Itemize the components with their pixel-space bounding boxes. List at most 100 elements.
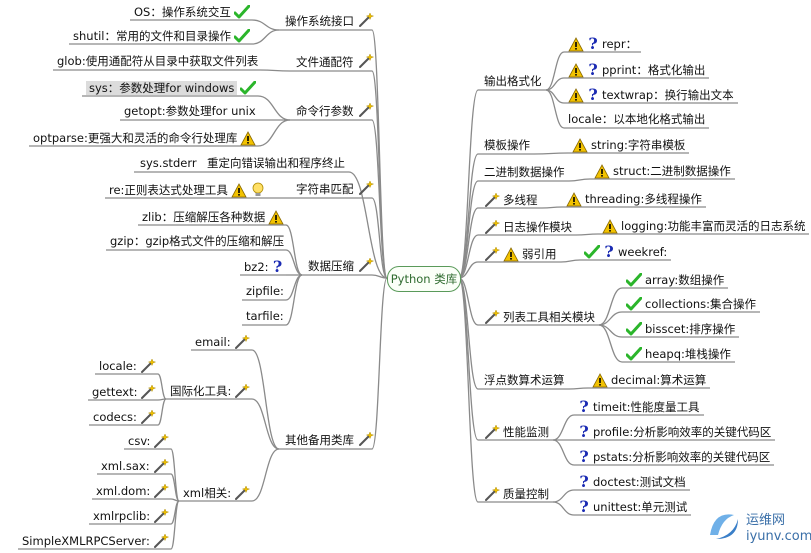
connector-line bbox=[568, 178, 591, 182]
leaf-other-2-4[interactable]: SimpleXMLRPCServer: bbox=[22, 533, 169, 549]
leaf-weak-0-label: weekref: bbox=[618, 245, 668, 259]
branch-fmt[interactable]: 输出格式化 bbox=[484, 74, 542, 88]
connector-line bbox=[157, 373, 167, 400]
branch-tpl[interactable]: 模板操作 bbox=[484, 138, 530, 152]
leaf-other-1-2[interactable]: codecs: bbox=[93, 409, 156, 425]
warning-icon bbox=[568, 87, 584, 103]
branch-thr[interactable]: 多线程 bbox=[484, 192, 538, 208]
leaf-fmt-0[interactable]: ?repr： bbox=[568, 36, 637, 52]
connector-line bbox=[285, 224, 303, 276]
leaf-qa-1[interactable]: ?unittest:单元测试 bbox=[578, 499, 687, 515]
leaf-tpl-0[interactable]: string:字符串模板 bbox=[572, 137, 685, 153]
root-node[interactable]: Python 类库 bbox=[387, 266, 461, 292]
leaf-dec-0[interactable]: decimal:算术运算 bbox=[592, 372, 706, 388]
leaf-list-1[interactable]: collections:集合操作 bbox=[626, 296, 756, 312]
stderr-prefix[interactable]: sys.stderr bbox=[140, 156, 197, 170]
leaf-other-1[interactable]: 国际化工具: bbox=[170, 383, 251, 399]
leaf-cli-1[interactable]: getopt:参数处理for unix bbox=[124, 104, 256, 118]
leaf-dec-0-label: decimal:算术运算 bbox=[611, 373, 707, 387]
leaf-glob-0[interactable]: glob:使用通配符从目录中获取文件列表 bbox=[57, 54, 258, 68]
leaf-cli-0[interactable]: sys：参数处理for windows bbox=[86, 80, 257, 96]
leaf-log-0[interactable]: logging:功能丰富而灵活的日志系统 bbox=[602, 218, 806, 234]
root-label: Python 类库 bbox=[390, 272, 458, 286]
branch-dec[interactable]: 浮点数算术运算 bbox=[484, 373, 565, 387]
branch-str[interactable]: 字符串匹配 bbox=[296, 182, 354, 196]
question-icon: ? bbox=[604, 242, 614, 261]
leaf-list-2[interactable]: bisscet:排序操作 bbox=[626, 321, 735, 337]
branch-other[interactable]: 其他备用类库 bbox=[285, 433, 354, 447]
leaf-other-2-0[interactable]: csv: bbox=[128, 433, 170, 449]
connector-line bbox=[598, 311, 623, 326]
magic-wand-icon bbox=[484, 192, 500, 208]
leaf-qa-0-label: doctest:测试文档 bbox=[593, 475, 686, 489]
check-icon bbox=[584, 244, 600, 260]
branch-other-label: 其他备用类库 bbox=[285, 433, 354, 447]
branch-stderr[interactable]: 重定向错误输出和程序终止 bbox=[207, 156, 345, 170]
warning-icon bbox=[594, 163, 610, 179]
connector-line bbox=[251, 19, 280, 31]
branch-zip[interactable]: 数据压缩 bbox=[308, 259, 354, 273]
branch-bin[interactable]: 二进制数据操作 bbox=[484, 165, 565, 179]
magic-wand-icon bbox=[484, 219, 500, 235]
leaf-other-0[interactable]: email: bbox=[195, 334, 250, 350]
leaf-other-2-1[interactable]: xml.sax: bbox=[101, 458, 169, 474]
connector-line bbox=[257, 95, 291, 121]
magic-wand-icon bbox=[358, 257, 374, 273]
leaf-fmt-1[interactable]: ?pprint：格式化输出 bbox=[568, 62, 705, 78]
warning-icon bbox=[231, 182, 247, 198]
leaf-perf-2[interactable]: ?pstats:分析影响效率的关键代码区 bbox=[578, 449, 770, 465]
check-icon bbox=[626, 296, 642, 312]
leaf-other-1-0-label: locale: bbox=[99, 359, 137, 373]
leaf-cli-2[interactable]: optparse:更强大和灵活的命令行处理库 bbox=[33, 130, 257, 146]
leaf-list-3[interactable]: heapq:堆栈操作 bbox=[626, 346, 731, 362]
warning-icon bbox=[602, 218, 618, 234]
leaf-qa-0[interactable]: ?doctest:测试文档 bbox=[578, 474, 686, 490]
branch-perf[interactable]: 性能监测 bbox=[484, 424, 549, 440]
branch-log[interactable]: 日志操作模块 bbox=[484, 219, 572, 235]
leaf-os-1[interactable]: shutil：常用的文件和目录操作 bbox=[73, 28, 250, 44]
branch-glob[interactable]: 文件通配符 bbox=[296, 55, 354, 69]
question-icon: ? bbox=[579, 447, 589, 466]
check-icon bbox=[626, 321, 642, 337]
leaf-other-1-0[interactable]: locale: bbox=[99, 358, 156, 374]
leaf-weak-0[interactable]: ? weekref: bbox=[584, 244, 667, 260]
connector-line bbox=[251, 398, 280, 450]
magic-wand-icon bbox=[234, 383, 251, 399]
connector-line bbox=[371, 70, 388, 279]
leaf-other-2[interactable]: xml相关: bbox=[183, 485, 251, 501]
leaf-perf-1[interactable]: ?profile:分析影响效率的关键代码区 bbox=[578, 424, 771, 440]
leaf-other-2-2[interactable]: xml.dom: bbox=[96, 483, 170, 499]
leaf-zip-0[interactable]: zlib：压缩解压各种数据 bbox=[142, 209, 284, 225]
branch-cli[interactable]: 命令行参数 bbox=[296, 104, 354, 118]
leaf-perf-0[interactable]: ?timeit:性能度量工具 bbox=[578, 399, 699, 415]
leaf-zip-4-label: tarfile: bbox=[246, 309, 284, 323]
leaf-list-0[interactable]: array:数组操作 bbox=[626, 272, 724, 288]
leaf-bin-0[interactable]: struct:二进制数据操作 bbox=[594, 163, 731, 179]
leaf-other-1-1[interactable]: gettext: bbox=[92, 384, 157, 400]
leaf-fmt-3[interactable]: locale：以本地化格式输出 bbox=[568, 112, 705, 126]
leaf-other-0-label: email: bbox=[195, 335, 231, 349]
leaf-str-0-label: re:正则表达式处理工具 bbox=[109, 183, 228, 197]
connector-line bbox=[170, 473, 180, 502]
leaf-thr-0[interactable]: threading:多线程操作 bbox=[566, 191, 702, 207]
question-icon: ? bbox=[272, 257, 283, 276]
leaf-other-2-3-label: xmlrpclib: bbox=[93, 509, 151, 523]
leaf-zip-2[interactable]: bz2:? bbox=[244, 259, 284, 275]
leaf-str-0[interactable]: re:正则表达式处理工具 bbox=[109, 182, 266, 198]
branch-qa[interactable]: 质量控制 bbox=[484, 486, 549, 502]
leaf-other-2-3[interactable]: xmlrpclib: bbox=[93, 508, 170, 524]
branch-weak[interactable]: 弱引用 bbox=[484, 246, 557, 262]
leaf-zip-0-label: zlib：压缩解压各种数据 bbox=[142, 210, 266, 224]
leaf-zip-3[interactable]: zipfile: bbox=[246, 284, 284, 298]
leaf-zip-1[interactable]: gzip：gzip格式文件的压缩和解压 bbox=[110, 234, 284, 248]
magic-wand-icon bbox=[484, 246, 500, 262]
branch-str-label: 字符串匹配 bbox=[296, 182, 354, 196]
leaf-zip-4[interactable]: tarfile: bbox=[246, 309, 284, 323]
branch-cli-label: 命令行参数 bbox=[296, 104, 354, 118]
branch-list[interactable]: 列表工具相关模块 bbox=[484, 309, 595, 325]
leaf-os-0-label: OS：操作系统交互 bbox=[134, 5, 231, 19]
leaf-os-0[interactable]: OS：操作系统交互 bbox=[134, 4, 250, 20]
leaf-fmt-2[interactable]: ?textwrap：换行输出文本 bbox=[568, 87, 734, 103]
branch-os[interactable]: 操作系统接口 bbox=[285, 14, 354, 28]
